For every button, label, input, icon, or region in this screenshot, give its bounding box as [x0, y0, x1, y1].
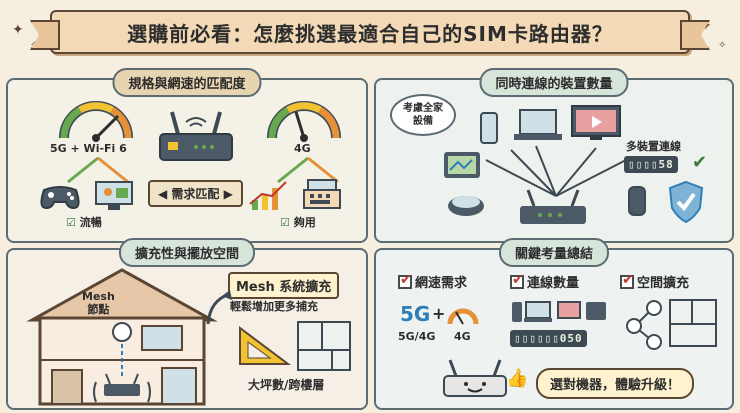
panel-speed: 規格與網速的匹配度 5G + Wi-Fi 6 — [6, 68, 368, 243]
arrows-icon — [67, 156, 129, 184]
summary-5g: 5G — [400, 302, 431, 326]
arrows-icon — [277, 156, 339, 184]
large-area-label: 大坪數/跨樓層 — [248, 378, 325, 392]
match-tag: ◀ 需求匹配 ▶ — [148, 180, 243, 207]
panel-title-speed: 規格與網速的匹配度 — [112, 68, 262, 97]
title-banner: 選購前必看：怎麼挑選最適合自己的SIM卡路由器？ — [30, 10, 710, 54]
summary-plus: + — [432, 304, 446, 323]
summary-item-speed: 網速需求 — [398, 272, 467, 291]
counter-pad: ▯▯▯▯ — [628, 158, 659, 171]
router-icon — [520, 189, 586, 224]
result-enough-label: 夠用 — [293, 216, 316, 229]
mesh-network-icon — [626, 299, 717, 350]
panel-title-expansion: 擴充性與擺放空間 — [118, 238, 256, 267]
video-call-icon — [95, 181, 133, 210]
device-counter: ▯▯▯▯58 — [624, 156, 678, 173]
laptop-icon — [514, 109, 562, 140]
summary-item-space: 空間擴充 — [620, 272, 689, 291]
shield-check-icon — [668, 180, 704, 224]
check-icon: ☑ — [66, 216, 76, 229]
panel-summary: 關鍵考量總結 網速需求 連線數量 空間擴充 5G + 5G/4G 4G ▯▯▯▯… — [374, 238, 734, 410]
devices-icon — [512, 301, 606, 322]
cash-register-icon — [303, 179, 341, 209]
summary-counter: ▯▯▯▯▯▯050 — [510, 330, 587, 347]
match-tag-arrow-left: ◀ — [158, 187, 172, 201]
mesh-node-label: Mesh 節點 — [82, 290, 115, 316]
mesh-system-label: Mesh 系統擴充 — [228, 272, 340, 299]
floorplan-icon — [297, 321, 351, 371]
cloud-text-2: 設備 — [413, 116, 433, 127]
summary-counter-pad: ▯▯▯▯▯▯ — [514, 332, 560, 345]
phone-icon — [480, 112, 498, 144]
arrow-icon — [206, 290, 232, 325]
summary-counter-value: 050 — [559, 332, 583, 345]
mesh-label-2: 節點 — [87, 303, 110, 316]
checkbox-icon — [398, 272, 412, 289]
summary-item-devices-label: 連線數量 — [527, 276, 580, 291]
panel-title-devices: 同時連線的裝置數量 — [479, 68, 629, 97]
tv-icon — [571, 105, 621, 140]
gauge-icon — [267, 101, 341, 142]
result-smooth: ☑ 流暢 — [66, 214, 102, 230]
house-icon — [26, 268, 218, 406]
counter-value: 58 — [658, 158, 674, 171]
result-smooth-label: 流暢 — [79, 216, 102, 229]
check-icon: ✔ — [692, 152, 708, 173]
summary-item-devices: 連線數量 — [510, 272, 579, 291]
gamepad-icon — [40, 186, 80, 210]
checkbox-icon — [620, 272, 634, 289]
chart-icon — [249, 181, 287, 210]
tablet-icon — [444, 152, 480, 178]
match-tag-label: 需求匹配 — [171, 187, 220, 201]
router-icon — [159, 111, 233, 161]
star-icon: ✧ — [718, 40, 727, 51]
ruler-icon — [239, 326, 291, 365]
multi-device-label: 多裝置連線 — [626, 140, 681, 153]
result-enough: ☑ 夠用 — [280, 214, 316, 230]
robot-vacuum-icon — [448, 196, 484, 216]
page-title: 選購前必看：怎麼挑選最適合自己的SIM卡路由器？ — [127, 21, 613, 46]
summary-5g4g: 5G/4G — [398, 330, 436, 343]
summary-item-speed-label: 網速需求 — [415, 276, 468, 291]
panel-expansion: 擴充性與擺放空間 Mesh 節點 Mesh 系統擴充 輕鬆增加更多捕充 — [6, 238, 368, 410]
match-tag-arrow-right: ▶ — [219, 187, 233, 201]
mesh-desc: 輕鬆增加更多捕充 — [230, 300, 318, 313]
panel-title-summary: 關鍵考量總結 — [498, 238, 610, 267]
checkbox-icon — [510, 272, 524, 289]
summary-4g: 4G — [454, 330, 471, 343]
gauge-right-label: 4G — [294, 142, 311, 155]
gauge-icon — [59, 101, 133, 142]
cloud-text-1: 考慮全家 — [403, 103, 443, 114]
family-cloud: 考慮全家 設備 — [390, 94, 456, 136]
final-banner: 選對機器，體驗升級！ — [536, 368, 695, 399]
star-icon: ✦ — [12, 22, 24, 38]
ribbon-right — [680, 20, 710, 50]
check-icon: ☑ — [280, 216, 290, 229]
gauge-icon — [447, 308, 479, 325]
gauge-left-label: 5G + Wi-Fi 6 — [50, 142, 127, 155]
speaker-icon — [628, 186, 646, 216]
panel-devices: 同時連線的裝置數量 考慮全家 設備 多裝置連線 — [374, 68, 734, 243]
ribbon-left — [30, 20, 60, 50]
router-icon — [443, 359, 507, 397]
connection-arrows — [485, 145, 627, 197]
thumbs-up-icon: 👍 — [506, 368, 529, 389]
summary-item-space-label: 空間擴充 — [637, 276, 690, 291]
mesh-label-1: Mesh — [82, 290, 115, 303]
